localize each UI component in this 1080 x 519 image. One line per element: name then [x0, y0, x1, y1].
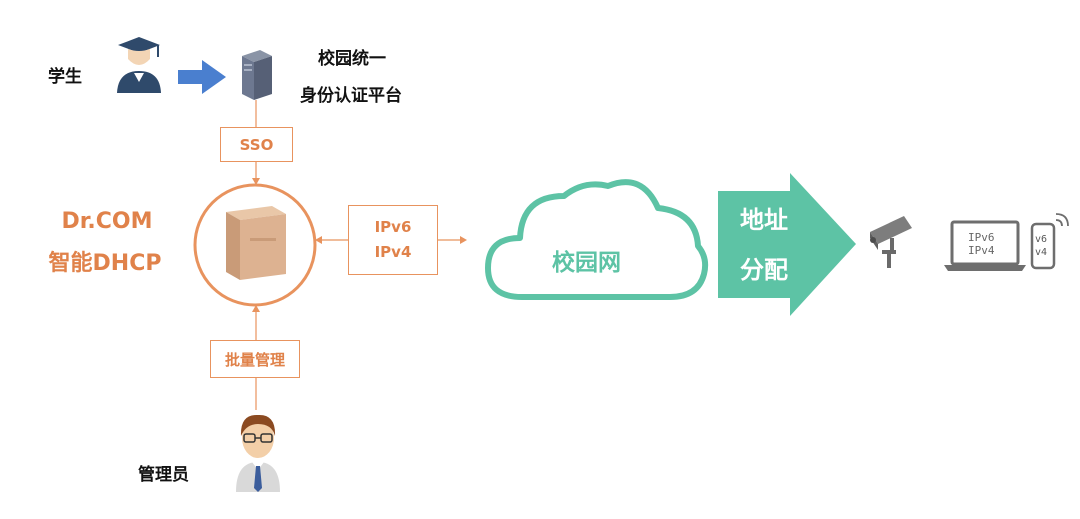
admin-icon [236, 414, 280, 492]
phone-v6: v6 [1035, 234, 1048, 245]
batch-management-box: 批量管理 [210, 340, 300, 378]
platform-label-line2: 身份认证平台 [300, 86, 402, 106]
platform-label-line1: 校园统一 [318, 49, 386, 69]
ip-protocol-v4: IPv4 [374, 243, 412, 261]
ip-protocol-v6: IPv6 [374, 218, 412, 236]
dhcp-title-line1: Dr.COM [61, 209, 153, 234]
admin-label: 管理员 [138, 465, 189, 485]
ip-protocol-box: IPv6 IPv4 [348, 205, 438, 275]
phone-icon [1030, 213, 1069, 270]
sso-box: SSO [220, 127, 293, 162]
camera-icon [870, 216, 912, 268]
laptop-icon [944, 220, 1026, 271]
address-arrow-line1: 地址 [740, 206, 788, 234]
address-allocation-arrow [718, 173, 856, 316]
address-arrow-line2: 分配 [740, 256, 788, 284]
laptop-ipv6: IPv6 [968, 231, 995, 244]
blue-arrow-icon [178, 60, 226, 94]
server-icon [242, 50, 272, 100]
dhcp-title-line2: 智能DHCP [48, 251, 162, 276]
cloud-label: 校园网 [552, 250, 621, 276]
student-icon [117, 37, 161, 93]
dhcp-server-icon [193, 183, 317, 307]
phone-v4: v4 [1035, 247, 1048, 258]
laptop-ipv4: IPv4 [968, 244, 995, 257]
student-label: 学生 [48, 67, 82, 87]
cloud-icon [485, 179, 709, 300]
